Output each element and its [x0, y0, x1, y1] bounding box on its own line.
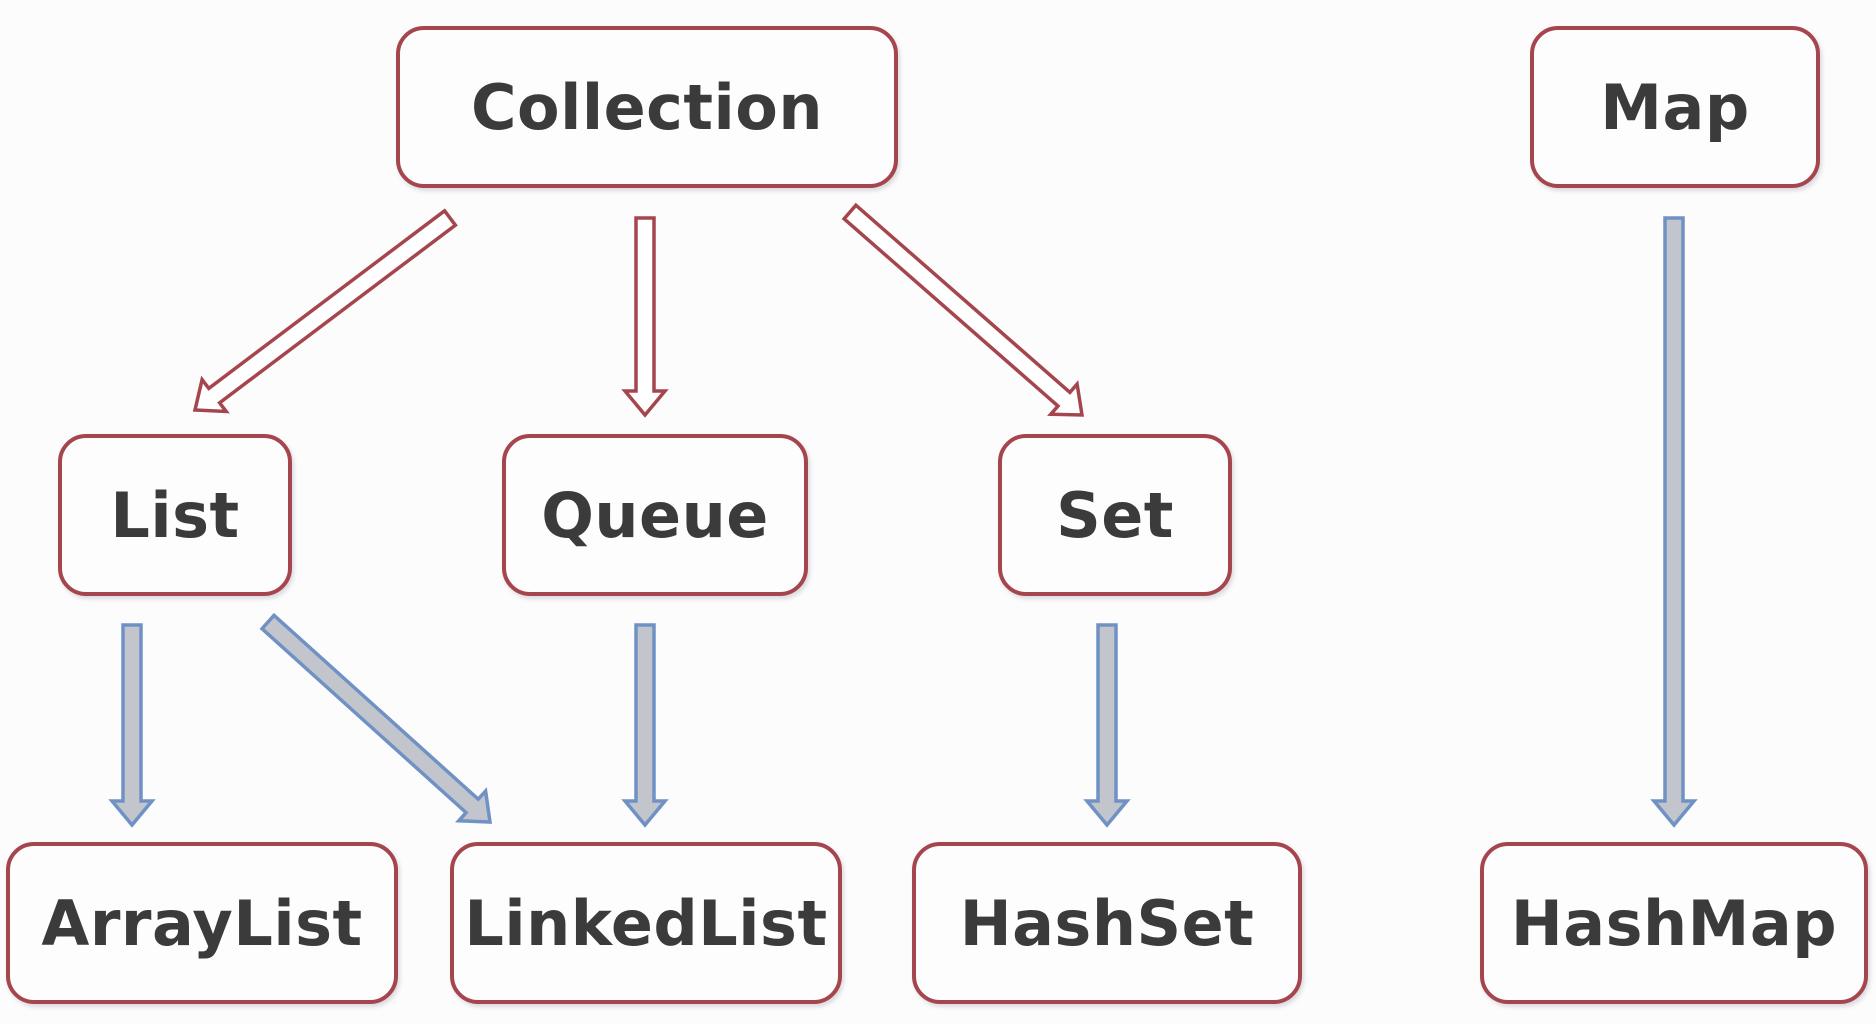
- node-linkedlist-label: LinkedList: [464, 886, 828, 960]
- node-set: Set: [998, 434, 1232, 596]
- node-set-label: Set: [1056, 478, 1174, 552]
- node-collection-label: Collection: [470, 70, 824, 144]
- node-hashset: HashSet: [912, 842, 1302, 1004]
- node-hashmap-label: HashMap: [1510, 886, 1838, 960]
- arrow-set-to-hashset: [1083, 623, 1131, 828]
- arrow-list-to-arraylist: [108, 623, 156, 828]
- arrow-list-to-linkedlist: [259, 612, 493, 824]
- arrow-collection-to-list: [192, 208, 458, 414]
- node-list-label: List: [110, 478, 240, 552]
- node-collection: Collection: [396, 26, 898, 188]
- node-map: Map: [1530, 26, 1820, 188]
- node-list: List: [58, 434, 292, 596]
- node-map-label: Map: [1600, 70, 1750, 144]
- node-hashmap: HashMap: [1480, 842, 1868, 1004]
- arrow-map-to-hashmap: [1650, 216, 1698, 828]
- node-queue: Queue: [502, 434, 808, 596]
- arrow-collection-to-queue: [621, 216, 669, 418]
- arrow-collection-to-set: [841, 202, 1085, 417]
- node-arraylist-label: ArrayList: [41, 886, 363, 960]
- node-hashset-label: HashSet: [959, 886, 1255, 960]
- node-linkedlist: LinkedList: [450, 842, 842, 1004]
- arrow-queue-to-linkedlist: [621, 623, 669, 828]
- node-arraylist: ArrayList: [6, 842, 398, 1004]
- node-queue-label: Queue: [541, 478, 769, 552]
